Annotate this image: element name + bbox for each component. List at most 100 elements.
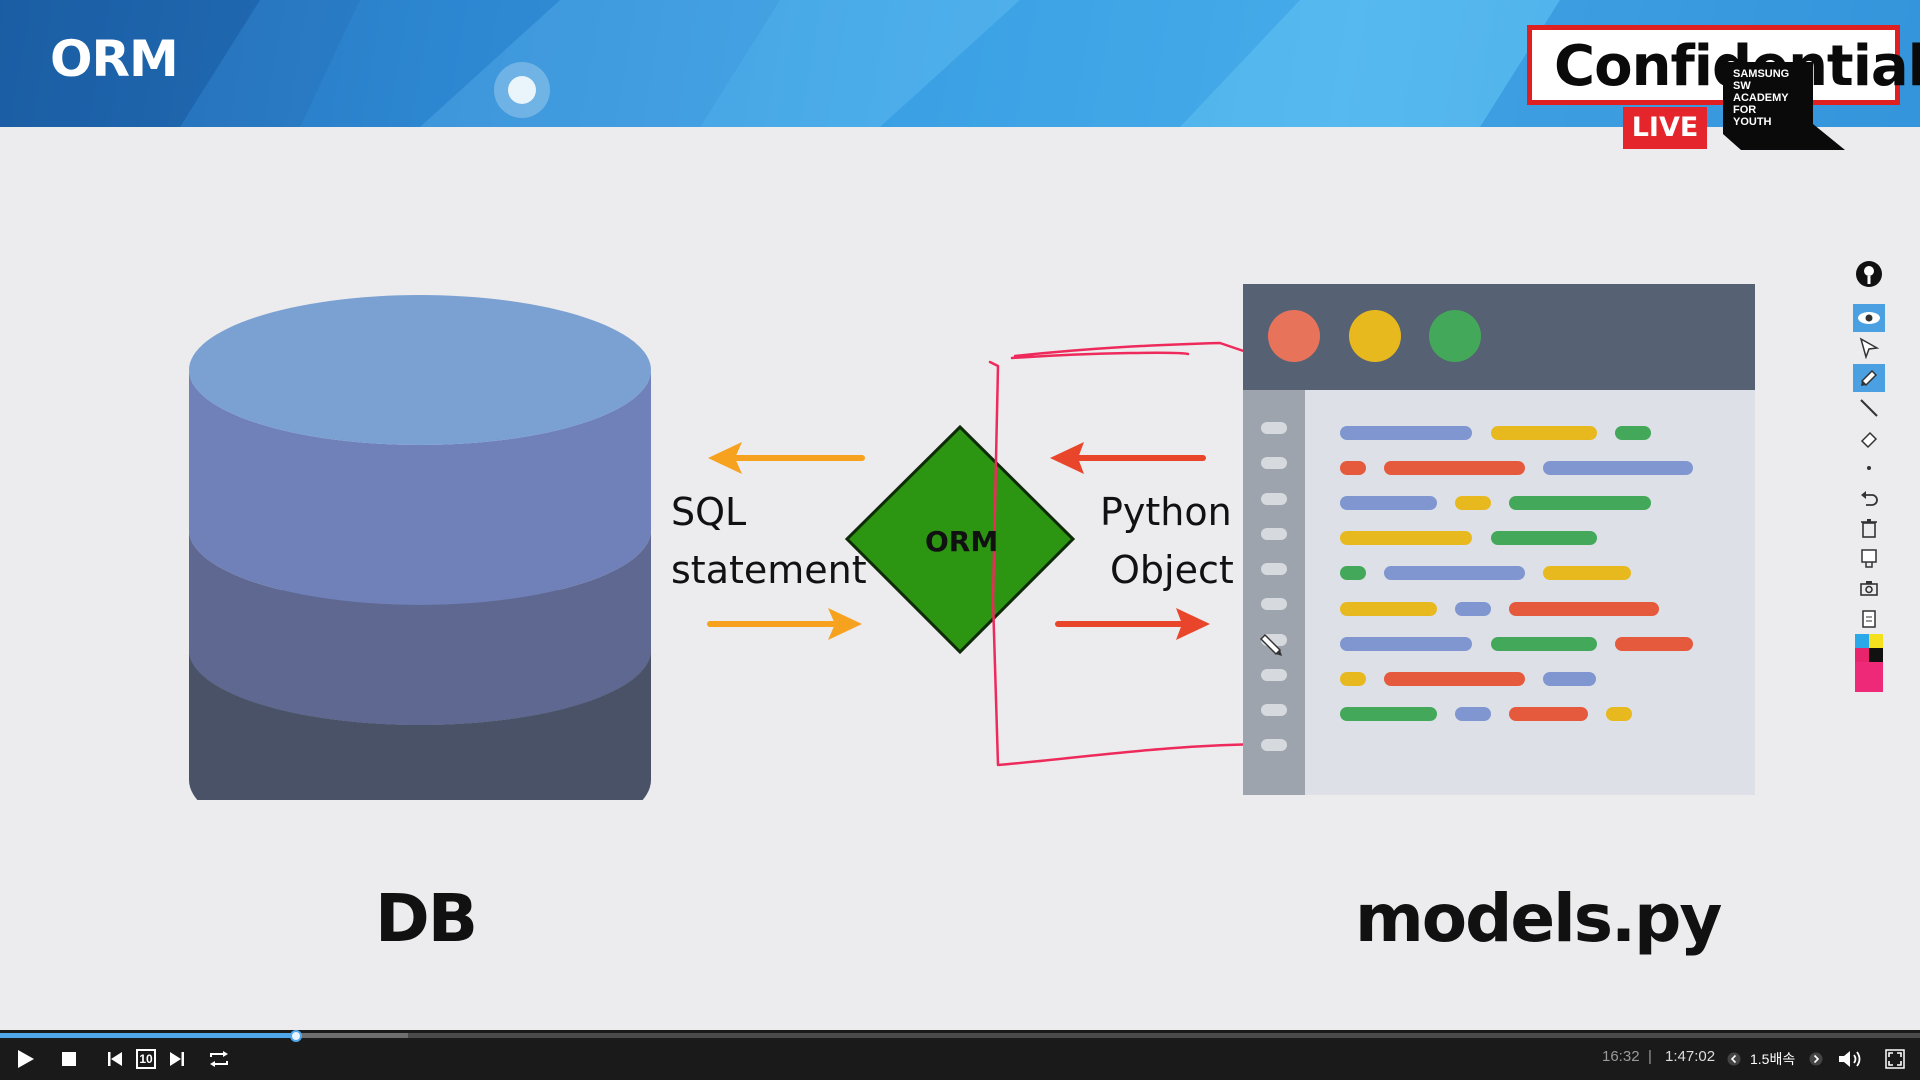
camera-icon[interactable]: [1853, 574, 1885, 602]
gutter-line: [1261, 457, 1287, 469]
code-token: [1491, 426, 1597, 440]
python-label-line2: Object: [1110, 548, 1234, 592]
gutter-line: [1261, 493, 1287, 505]
trash-icon[interactable]: [1853, 514, 1885, 542]
annotation-toolbar: [1853, 260, 1885, 694]
code-token: [1455, 602, 1491, 616]
python-label-line1: Python: [1100, 490, 1232, 534]
code-token: [1491, 531, 1597, 545]
code-token: [1340, 637, 1472, 651]
gutter-line: [1261, 598, 1287, 610]
orm-diamond-label: ORM: [925, 525, 999, 558]
code-token: [1384, 461, 1525, 475]
database-cylinder-icon: [189, 295, 651, 800]
code-token: [1455, 707, 1491, 721]
code-token: [1491, 637, 1597, 651]
code-token: [1340, 496, 1437, 510]
code-token: [1509, 602, 1659, 616]
color-palette[interactable]: [1853, 634, 1885, 694]
code-token: [1340, 531, 1472, 545]
stop-button[interactable]: [58, 1046, 80, 1072]
code-token: [1340, 426, 1472, 440]
gutter-line: [1261, 528, 1287, 540]
code-token: [1509, 707, 1588, 721]
code-token: [1340, 566, 1366, 580]
code-token: [1543, 672, 1596, 686]
player-control-bar: [0, 1030, 1920, 1080]
repeat-icon: [210, 1051, 228, 1067]
skip-10-seconds-button[interactable]: 10: [136, 1049, 156, 1069]
academy-logo: [1723, 62, 1845, 150]
undo-icon[interactable]: [1853, 484, 1885, 512]
dot-icon[interactable]: [1853, 454, 1885, 482]
code-token: [1340, 707, 1437, 721]
code-token: [1455, 496, 1491, 510]
stamp-icon[interactable]: [1853, 544, 1885, 572]
line-icon[interactable]: [1853, 394, 1885, 422]
academy-line: YOUTH: [1733, 116, 1772, 128]
code-window-titlebar: [1243, 284, 1755, 390]
pin-icon[interactable]: [1853, 260, 1885, 288]
arrow-left-red: [1050, 442, 1206, 474]
eye-icon[interactable]: [1853, 304, 1885, 332]
code-window-gutter: [1243, 390, 1305, 795]
academy-line: FOR: [1733, 104, 1757, 116]
academy-line: SW: [1733, 80, 1751, 92]
pen-cursor-icon: [1259, 633, 1282, 656]
code-window-illustration: [1243, 284, 1755, 795]
progress-track[interactable]: [0, 1033, 1920, 1038]
code-token: [1543, 461, 1693, 475]
code-token: [1340, 461, 1366, 475]
current-time: 16:32: [1602, 1048, 1640, 1065]
gutter-line: [1261, 739, 1287, 751]
arrow-right-orange: [707, 608, 862, 640]
slide-title: ORM: [50, 30, 179, 88]
live-badge: LIVE: [1623, 107, 1707, 149]
gutter-line: [1261, 669, 1287, 681]
code-token: [1384, 672, 1525, 686]
pen-icon[interactable]: [1853, 364, 1885, 392]
academy-line: SAMSUNG: [1733, 68, 1790, 80]
sql-label-line1: SQL: [671, 490, 747, 534]
db-label: DB: [375, 880, 478, 957]
pointer-icon[interactable]: [1853, 334, 1885, 362]
stop-icon: [62, 1052, 76, 1066]
academy-logo-text: SAMSUNG SW ACADEMY FOR YOUTH: [1733, 68, 1823, 128]
playback-speed: 1.5배속: [1750, 1051, 1796, 1067]
window-dot-red-icon: [1268, 310, 1320, 362]
eraser-icon[interactable]: [1853, 424, 1885, 452]
time-separator: |: [1648, 1048, 1652, 1065]
fullscreen-icon: [1885, 1049, 1905, 1069]
window-dot-green-icon: [1429, 310, 1481, 362]
gutter-line: [1261, 422, 1287, 434]
arrow-left-orange: [708, 442, 865, 474]
code-token: [1384, 566, 1525, 580]
progress-played: [0, 1033, 296, 1038]
code-token: [1606, 707, 1632, 721]
next-button[interactable]: [166, 1046, 188, 1072]
window-dot-yellow-icon: [1349, 310, 1401, 362]
code-token: [1543, 566, 1631, 580]
code-token: [1615, 426, 1651, 440]
code-token: [1615, 637, 1693, 651]
progress-scrubber[interactable]: [289, 1030, 302, 1042]
play-icon: [18, 1050, 34, 1068]
play-button[interactable]: [12, 1046, 38, 1072]
sql-label-line2: statement: [671, 548, 867, 592]
gutter-line: [1261, 563, 1287, 575]
volume-icon: [1839, 1051, 1861, 1067]
fullscreen-button[interactable]: [1882, 1046, 1908, 1072]
confidential-label-box: Confidential: [1527, 25, 1920, 105]
speed-increase-button[interactable]: [1808, 1046, 1824, 1072]
arrow-right-red: [1055, 608, 1210, 640]
repeat-button[interactable]: [206, 1046, 232, 1072]
clipboard-icon[interactable]: [1853, 604, 1885, 632]
volume-button[interactable]: [1836, 1046, 1866, 1072]
total-time: 1:47:02: [1665, 1048, 1716, 1065]
previous-button[interactable]: [104, 1046, 126, 1072]
orm-diamond: [844, 424, 1076, 655]
speed-decrease-button[interactable]: [1726, 1046, 1742, 1072]
gutter-line: [1261, 704, 1287, 716]
